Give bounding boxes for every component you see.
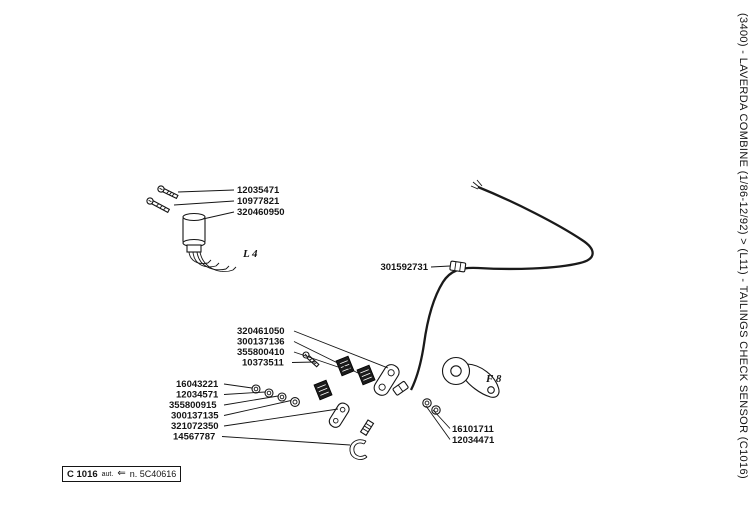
- bolt-drawing: [302, 351, 320, 368]
- clamp-drawing: [349, 439, 368, 460]
- leader-line: [291, 361, 316, 363]
- part-number-label: 12034571: [176, 390, 219, 401]
- plate-drawing: [328, 402, 350, 428]
- nut-drawing: [431, 405, 441, 415]
- ref-label-f8: F 8: [485, 373, 502, 385]
- part-number-label: 321072350: [171, 421, 219, 432]
- part-number-label: 301592731: [380, 262, 428, 273]
- part-number-label: 12034471: [452, 435, 495, 446]
- bolt-drawing: [146, 197, 171, 214]
- footer-aut-label: aut.: [101, 470, 114, 478]
- cable-drawing: [409, 179, 594, 391]
- part-number-label: 300137135: [171, 411, 219, 422]
- washer-drawing: [277, 392, 287, 402]
- left-arrow-icon: ⇐: [117, 468, 126, 479]
- leader-line: [223, 400, 292, 416]
- part-number-label: 12035471: [237, 185, 280, 196]
- leader-line: [430, 265, 451, 268]
- part-number-label: 355800410: [237, 347, 285, 358]
- leader-line: [223, 383, 253, 389]
- sensor-drawing: [182, 212, 237, 272]
- nut-drawing: [290, 397, 300, 407]
- leader-line: [177, 189, 235, 193]
- footer-code-box: C 1016 aut. ⇐ n. 5C40616: [62, 466, 182, 482]
- leader-line: [173, 200, 235, 206]
- part-number-label: 14567787: [173, 432, 215, 443]
- part-number-label: 16101711: [452, 424, 494, 435]
- cable-connector-drawing: [449, 260, 467, 273]
- leader-line: [221, 436, 351, 446]
- footer-code: C 1016: [67, 468, 98, 480]
- leader-lines: [173, 189, 451, 446]
- sensor-block-drawing: [313, 379, 333, 401]
- leader-line: [432, 409, 451, 429]
- leader-line: [223, 408, 339, 427]
- part-number-label: 10977821: [237, 196, 280, 207]
- leader-line: [293, 341, 361, 375]
- ref-label-l4: L 4: [242, 248, 258, 260]
- screw-drawing: [157, 185, 179, 200]
- leader-line: [223, 395, 279, 406]
- leader-line: [293, 330, 389, 369]
- arm-drawing: [441, 356, 500, 398]
- part-number-label: 355800915: [169, 400, 217, 411]
- leader-line: [202, 211, 235, 220]
- sensor-block-drawing: [356, 364, 376, 386]
- part-number-label: 320461050: [237, 326, 285, 337]
- bracket-plate-drawing: [373, 364, 400, 396]
- washer-drawing: [264, 388, 274, 398]
- washer-drawing: [422, 398, 432, 408]
- part-number-label: 320460950: [237, 207, 285, 218]
- footer-serial: n. 5C40616: [129, 469, 177, 479]
- part-number-label: 10373511: [242, 358, 284, 369]
- pin-drawing: [359, 419, 375, 437]
- leader-line: [293, 351, 339, 368]
- leader-line: [223, 391, 266, 395]
- part-number-label: 300137136: [237, 337, 285, 348]
- leader-line: [425, 405, 451, 440]
- page-sidebar-title: (3400) - LAVERDA COMBINE (1/86-12/92) > …: [737, 13, 749, 479]
- sensor-block-drawing: [335, 355, 355, 377]
- part-number-label: 16043221: [176, 379, 219, 390]
- cable-end-connector-drawing: [392, 381, 409, 396]
- washer-drawing: [251, 384, 261, 394]
